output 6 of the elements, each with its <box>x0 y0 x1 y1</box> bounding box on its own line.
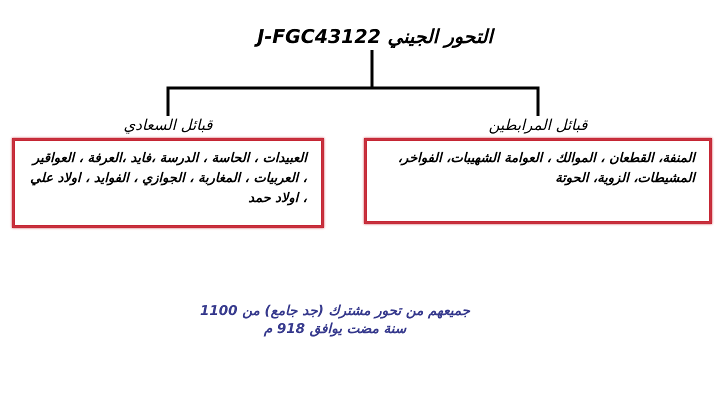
caption: جميعهم من تحور مشترك (جد جامع) من 1100 سنة مضت يوافق 918 م <box>199 302 472 338</box>
root-title: التحور الجيني J-FGC43122 <box>230 26 520 48</box>
group-heading: قبائل السعادي <box>124 116 212 134</box>
tribe-list-box: العبيدات ، الحاسة ، الدرسة ،فايد ،العرفة ، العواقير ، العربيات ، المغاربة ، الجوازي ، الفوايد ، اولاد علي ، اولاد حمد <box>12 138 324 228</box>
group-heading: قبائل المرابطين <box>488 116 588 134</box>
tribe-list-box: المنفة، القطعان ، الموالك ، العوامة الشهيبات، الفواخر، المشيطات، الزوية، الحوتة <box>364 138 712 224</box>
